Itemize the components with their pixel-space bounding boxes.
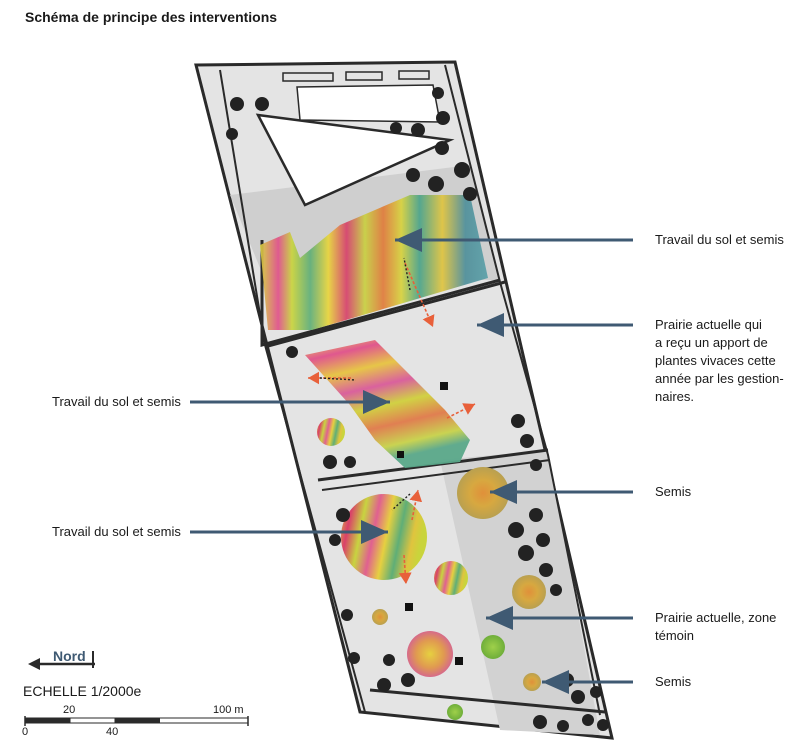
triangle-plaza [255, 113, 455, 207]
path-line [267, 280, 506, 348]
path-line [317, 448, 549, 482]
callout-line: Prairie actuelle, zone [655, 610, 777, 625]
callout-line: témoin [655, 628, 695, 643]
callout-semis-1: Semis [655, 484, 692, 499]
scale-tick: 100 m [213, 704, 244, 716]
callout-soil-work-2: Travail du sol et semis [52, 394, 181, 409]
parking-area [296, 84, 441, 123]
callout-semis-2: Semis [655, 674, 692, 689]
scale-tick: 40 [106, 726, 119, 738]
diagram-title: Schéma de principe des interventions [25, 9, 278, 25]
parking-row [282, 72, 334, 82]
scale-tick: 0 [22, 726, 29, 738]
semis-disk [407, 631, 453, 677]
parking-row [398, 70, 430, 80]
scale-tick: 20 [63, 704, 76, 716]
callout-line: plantes vivaces cette [655, 353, 776, 368]
callout-soil-work-1: Travail du sol et semis [655, 232, 784, 247]
path-line [444, 64, 601, 716]
callout-line: a reçu un apport de [655, 335, 768, 350]
north-arrow [28, 651, 95, 670]
green-disk [481, 635, 505, 659]
green-disk [447, 704, 463, 720]
markers [397, 382, 463, 665]
scale-label: ECHELLE 1/2000e [23, 683, 142, 699]
seeded-circle-small [317, 418, 345, 446]
scale-bar [24, 716, 249, 726]
callout-line: Prairie actuelle qui [655, 317, 762, 332]
callout-soil-work-3: Travail du sol et semis [52, 524, 181, 539]
north-label: Nord [53, 648, 86, 664]
path-line [321, 459, 551, 491]
semis-disk [512, 575, 546, 609]
semis-disk-small [523, 673, 541, 691]
trees [226, 87, 609, 732]
path-line [219, 69, 366, 713]
seeded-circle-small [434, 561, 468, 595]
work-direction-arrows-dark [319, 257, 411, 511]
path-line [369, 688, 606, 714]
parking-row [345, 71, 383, 81]
callout-line: naires. [655, 389, 695, 404]
seeded-circle-large [341, 494, 427, 580]
callout-lines [190, 228, 633, 694]
semis-disk-small [372, 609, 388, 625]
callout-line: année par les gestion- [655, 371, 784, 386]
path-line [260, 240, 501, 347]
callout-current-meadow: Prairie actuelle qui a reçu un apport de… [655, 316, 800, 406]
callout-control-zone: Prairie actuelle, zone témoin [655, 609, 800, 645]
seeded-plot-1 [260, 195, 488, 330]
